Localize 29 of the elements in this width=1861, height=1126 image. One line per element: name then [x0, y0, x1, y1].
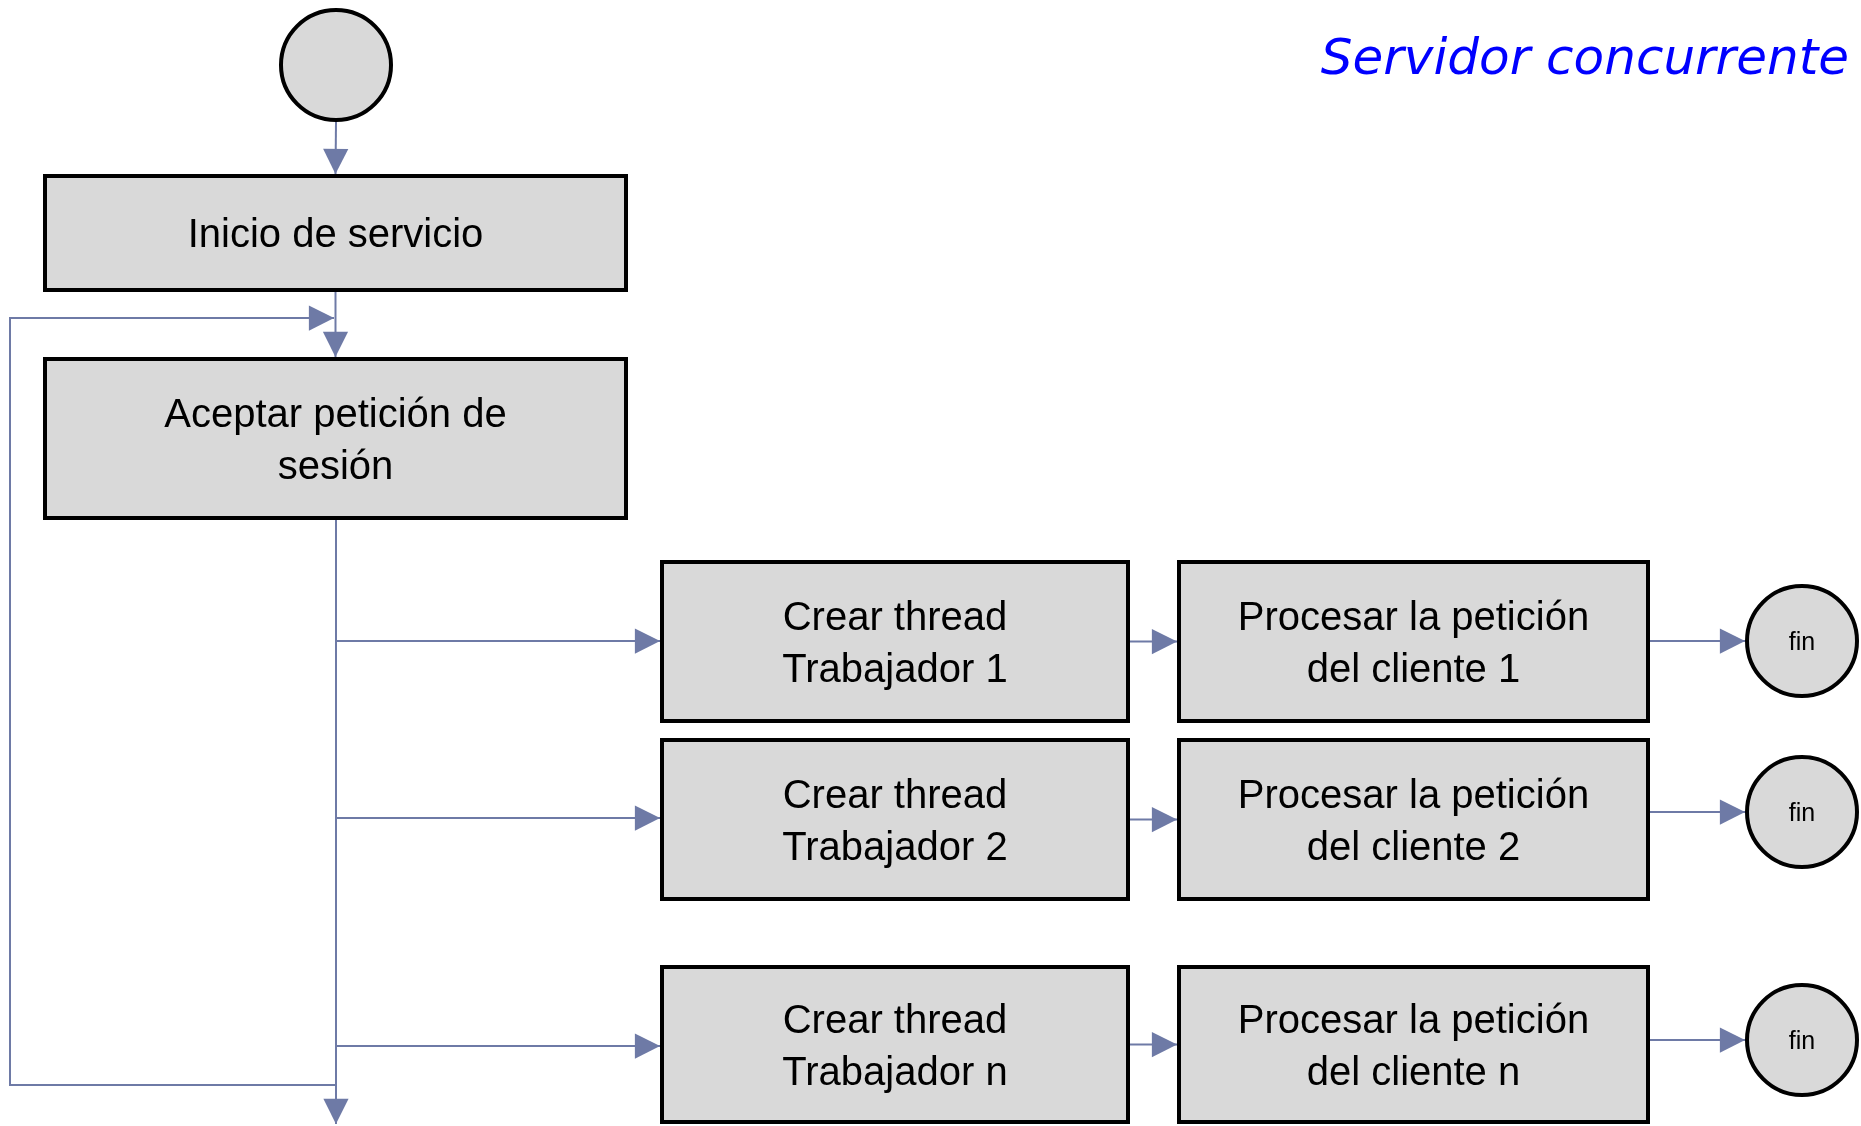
node-text: Crear thread Trabajador 1	[781, 592, 1009, 692]
node-text: fin	[1788, 625, 1816, 657]
diagram-title: Servidor concurrente	[1320, 28, 1849, 86]
arrow	[1129, 628, 1178, 655]
arrow	[1129, 806, 1178, 833]
node-text: Aceptar petición de sesión	[163, 389, 508, 489]
arrow	[322, 291, 349, 358]
node-text: fin	[1788, 1024, 1816, 1056]
process-box	[43, 357, 628, 520]
node-text: Inicio de servicio	[187, 210, 484, 257]
process-box	[660, 560, 1130, 723]
node-text: Procesar la petición del cliente 2	[1236, 770, 1591, 870]
node-text: Procesar la petición del cliente n	[1236, 995, 1591, 1095]
node-text: fin	[1788, 796, 1816, 828]
node-text: Crear thread Trabajador 2	[781, 770, 1009, 870]
node-text: Crear thread Trabajador n	[781, 995, 1009, 1095]
arrow	[1129, 1031, 1178, 1058]
node-text: Procesar la petición del cliente 1	[1236, 592, 1591, 692]
arrow	[1649, 799, 1746, 825]
process-box	[1177, 560, 1650, 723]
process-box	[660, 965, 1130, 1124]
process-box	[1177, 965, 1650, 1124]
process-box	[1177, 738, 1650, 901]
arrow	[9, 305, 337, 1086]
process-box	[660, 738, 1130, 901]
arrow	[1649, 1027, 1746, 1053]
arrow	[323, 121, 349, 175]
arrow	[1649, 628, 1746, 654]
process-box	[43, 174, 628, 292]
